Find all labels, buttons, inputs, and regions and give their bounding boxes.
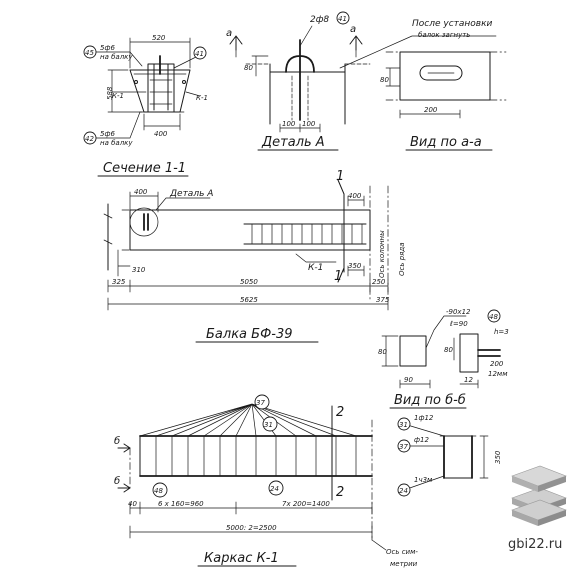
view-bb-plate: -90х12 bbox=[446, 308, 471, 316]
detail-bars: 2ф8 bbox=[310, 15, 329, 25]
beam-section-mark-bottom: 1 bbox=[334, 269, 342, 284]
detail-view-letter-right: а bbox=[350, 24, 356, 35]
frame-marker-37: 37 bbox=[256, 399, 265, 407]
frame-marker-48: 48 bbox=[154, 487, 163, 495]
frame-section-mark-top: 2 bbox=[336, 405, 344, 420]
view-aa-title: Вид по а-а bbox=[410, 135, 482, 150]
legend-marker-24: 24 bbox=[399, 487, 408, 495]
section-rebar-top: 5ф6 bbox=[100, 44, 115, 52]
beam-dim-left-height: 310 bbox=[132, 266, 146, 274]
beam-dim-detail-width: 400 bbox=[134, 188, 148, 196]
legend-marker-31: 31 bbox=[399, 421, 408, 429]
detail-dim-height: 80 bbox=[244, 64, 253, 72]
frame-cut-left-bottom: б bbox=[114, 475, 120, 487]
beam-frame-label: К-1 bbox=[308, 263, 323, 273]
section-dim-height: 588 bbox=[106, 86, 114, 100]
section-rebar-bottom: 5ф6 bbox=[100, 130, 115, 138]
view-bb-dim-200: 200 bbox=[490, 360, 504, 368]
view-bb-weld: h=3 bbox=[494, 328, 509, 336]
detail-view-letter-left: а bbox=[226, 28, 232, 39]
frame-cut-left: б bbox=[114, 435, 120, 447]
beam-dim-left-offset: 325 bbox=[112, 278, 126, 286]
detail-dim-left: 100 bbox=[282, 120, 296, 128]
frame-section-mark-bottom: 2 bbox=[336, 485, 344, 500]
legend-bar-37: ф12 bbox=[414, 436, 429, 444]
beam-dim-right-offset: 250 bbox=[372, 278, 386, 286]
frame-k1: 37 31 24 48 2 2 б б 40 6 х 160=960 7х 20… bbox=[114, 394, 418, 568]
beam-dim-span: 5050 bbox=[240, 278, 258, 286]
axis-row: Ось ряда bbox=[398, 243, 406, 277]
legend-dim-height: 350 bbox=[494, 450, 502, 464]
legend-marker-37: 37 bbox=[399, 443, 408, 451]
frame-title: Каркас К-1 bbox=[204, 551, 279, 566]
frame-marker-24: 24 bbox=[270, 485, 279, 493]
legend-bar-31: 1ф12 bbox=[414, 414, 434, 422]
beam-dim-total: 5625 bbox=[240, 296, 258, 304]
detail-title: Деталь А bbox=[261, 135, 325, 150]
view-aa-dim-width: 200 bbox=[424, 106, 438, 114]
section-dim-top: 520 bbox=[152, 34, 166, 42]
section-dim-bottom: 400 bbox=[154, 130, 168, 138]
legend-mesh-24: 1ч3м bbox=[414, 476, 433, 484]
axis-column: Ось колонны bbox=[378, 230, 386, 278]
frame-dim-40: 40 bbox=[128, 500, 137, 508]
axis-symmetry-1: Ось сим- bbox=[386, 548, 418, 556]
view-bb-title: Вид по б-б bbox=[394, 393, 466, 408]
view-aa-dim-height: 80 bbox=[380, 76, 389, 84]
view-b-b: -90х12 ℓ=90 48 h=3 80 80 90 12 200 12мм … bbox=[378, 308, 509, 409]
view-bb-weld-leg: 12мм bbox=[488, 370, 508, 378]
view-bb-dim-width: 90 bbox=[404, 376, 413, 384]
frame-dim-left-run: 6 х 160=960 bbox=[158, 500, 204, 508]
view-bb-dim-12: 12 bbox=[464, 376, 473, 384]
view-bb-marker: 48 bbox=[489, 313, 498, 321]
axis-symmetry-2: метрии bbox=[390, 560, 418, 568]
beam-title: Балка БФ-39 bbox=[206, 327, 293, 342]
beam-dim-end: 375 bbox=[376, 296, 390, 304]
section-title: Сечение 1-1 bbox=[103, 161, 186, 176]
view-bb-plate-len: ℓ=90 bbox=[449, 320, 468, 328]
section-frame-left: К-1 bbox=[112, 92, 124, 100]
section-marker-45: 45 bbox=[85, 49, 94, 57]
detail-marker: 41 bbox=[338, 15, 347, 23]
beam-elevation: 1 1 К-1 Ось колонны Ось ряда Деталь А 40… bbox=[103, 169, 406, 343]
stacked-slabs-icon bbox=[511, 465, 567, 526]
view-bb-dim-height: 80 bbox=[378, 348, 387, 356]
frame-dim-total: 5000: 2=2500 bbox=[226, 524, 277, 532]
section-rebar-top-note: на балку bbox=[100, 53, 133, 61]
watermark-text: gbi22.ru bbox=[508, 537, 562, 552]
section-marker-42: 42 bbox=[85, 135, 94, 143]
view-a-a: После установки балок загнуть 80 200 Вид… bbox=[339, 19, 507, 151]
note-bend-beams: балок загнуть bbox=[418, 31, 470, 39]
detail-a: 2ф8 41 а а 80 100 100 Деталь А bbox=[226, 11, 371, 151]
section-marker-41: 41 bbox=[195, 50, 204, 58]
detail-dim-right: 100 bbox=[302, 120, 316, 128]
section-2-2-legend: 350 31 1ф12 37 ф12 24 1ч3м bbox=[397, 414, 502, 497]
beam-section-mark-top: 1 bbox=[336, 169, 344, 184]
frame-marker-31: 31 bbox=[264, 421, 273, 429]
view-bb-dim-inner: 80 bbox=[444, 346, 453, 354]
section-rebar-bottom-note: на балку bbox=[100, 139, 133, 147]
section-1-1: 520 400 588 45 41 42 5ф6 на балку К-1 К-… bbox=[83, 34, 208, 177]
beam-dim-bottom-right: 350 bbox=[348, 262, 362, 270]
beam-detail-ref: Деталь А bbox=[169, 189, 213, 199]
note-after-install: После установки bbox=[412, 19, 493, 29]
beam-dim-top-right: 400 bbox=[348, 192, 362, 200]
frame-dim-right-run: 7х 200=1400 bbox=[282, 500, 330, 508]
section-frame-right: К-1 bbox=[196, 94, 208, 102]
